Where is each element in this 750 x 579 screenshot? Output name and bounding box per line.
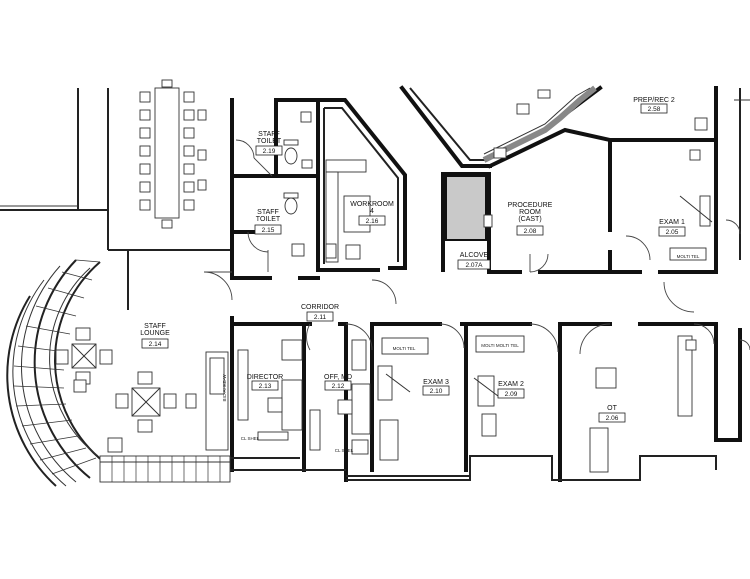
room-name-prep-rec: PREP/REC 2: [633, 97, 675, 104]
room-number-209: 2.09: [505, 391, 518, 398]
toilet-workroom-walls: [230, 98, 407, 305]
room-name-exam3: EXAM 3: [423, 379, 449, 386]
room-name-ot: OT: [607, 405, 617, 412]
lounge-tables: [55, 327, 197, 433]
staff-lounge-banquette: [6, 259, 231, 487]
exam-equipment: [377, 335, 697, 473]
room-name-off-md: OFF, MD: [324, 374, 352, 381]
equip-label-cl-shel-2: CL SHEL: [335, 448, 354, 453]
equip-label-molti-molti-tel: MOLTI MOLTI TEL: [481, 343, 519, 348]
room-number-210: 2.10: [430, 388, 443, 395]
room-number-258: 2.58: [648, 106, 661, 113]
room-number-211: 2.11: [314, 314, 327, 321]
room-name-alcove: ALCOVE: [460, 252, 489, 259]
room-number-213: 2.13: [259, 383, 272, 390]
equip-label-molti-tel: MOLTI TEL: [393, 346, 416, 351]
room-name-exam1: EXAM 1: [659, 219, 685, 226]
room-name-exam2: EXAM 2: [498, 381, 524, 388]
room-name-corridor: CORRIDOR: [301, 304, 339, 311]
equip-label-bic-ahkb: BIC-AHKB-W: [222, 374, 227, 402]
conference-table: [139, 79, 207, 229]
room-number-207a: 2.07A: [466, 262, 484, 269]
room-number-214: 2.14: [149, 341, 162, 348]
room-number-215: 2.15: [262, 227, 275, 234]
room-number-205: 2.05: [666, 229, 679, 236]
room-number-208: 2.08: [524, 228, 537, 235]
room-name-director: DIRECTOR: [247, 374, 283, 381]
procedure-area-walls: [399, 85, 750, 313]
equip-label-molti-tel-exam1: MOLTI TEL: [677, 254, 700, 259]
room-number-216: 2.16: [366, 218, 379, 225]
office-furniture: [205, 339, 371, 455]
lower-row-walls: [203, 271, 750, 482]
exterior-walls: [0, 88, 230, 310]
equip-label-cl-shel: CL SHEL: [241, 436, 260, 441]
equipment-labels: MOLTI TEL MOLTI MOLTI TEL MOLTI TEL CL S…: [222, 254, 700, 453]
room-number-219: 2.19: [263, 148, 276, 155]
room-number-206: 2.06: [606, 415, 619, 422]
room-number-212: 2.12: [332, 383, 345, 390]
